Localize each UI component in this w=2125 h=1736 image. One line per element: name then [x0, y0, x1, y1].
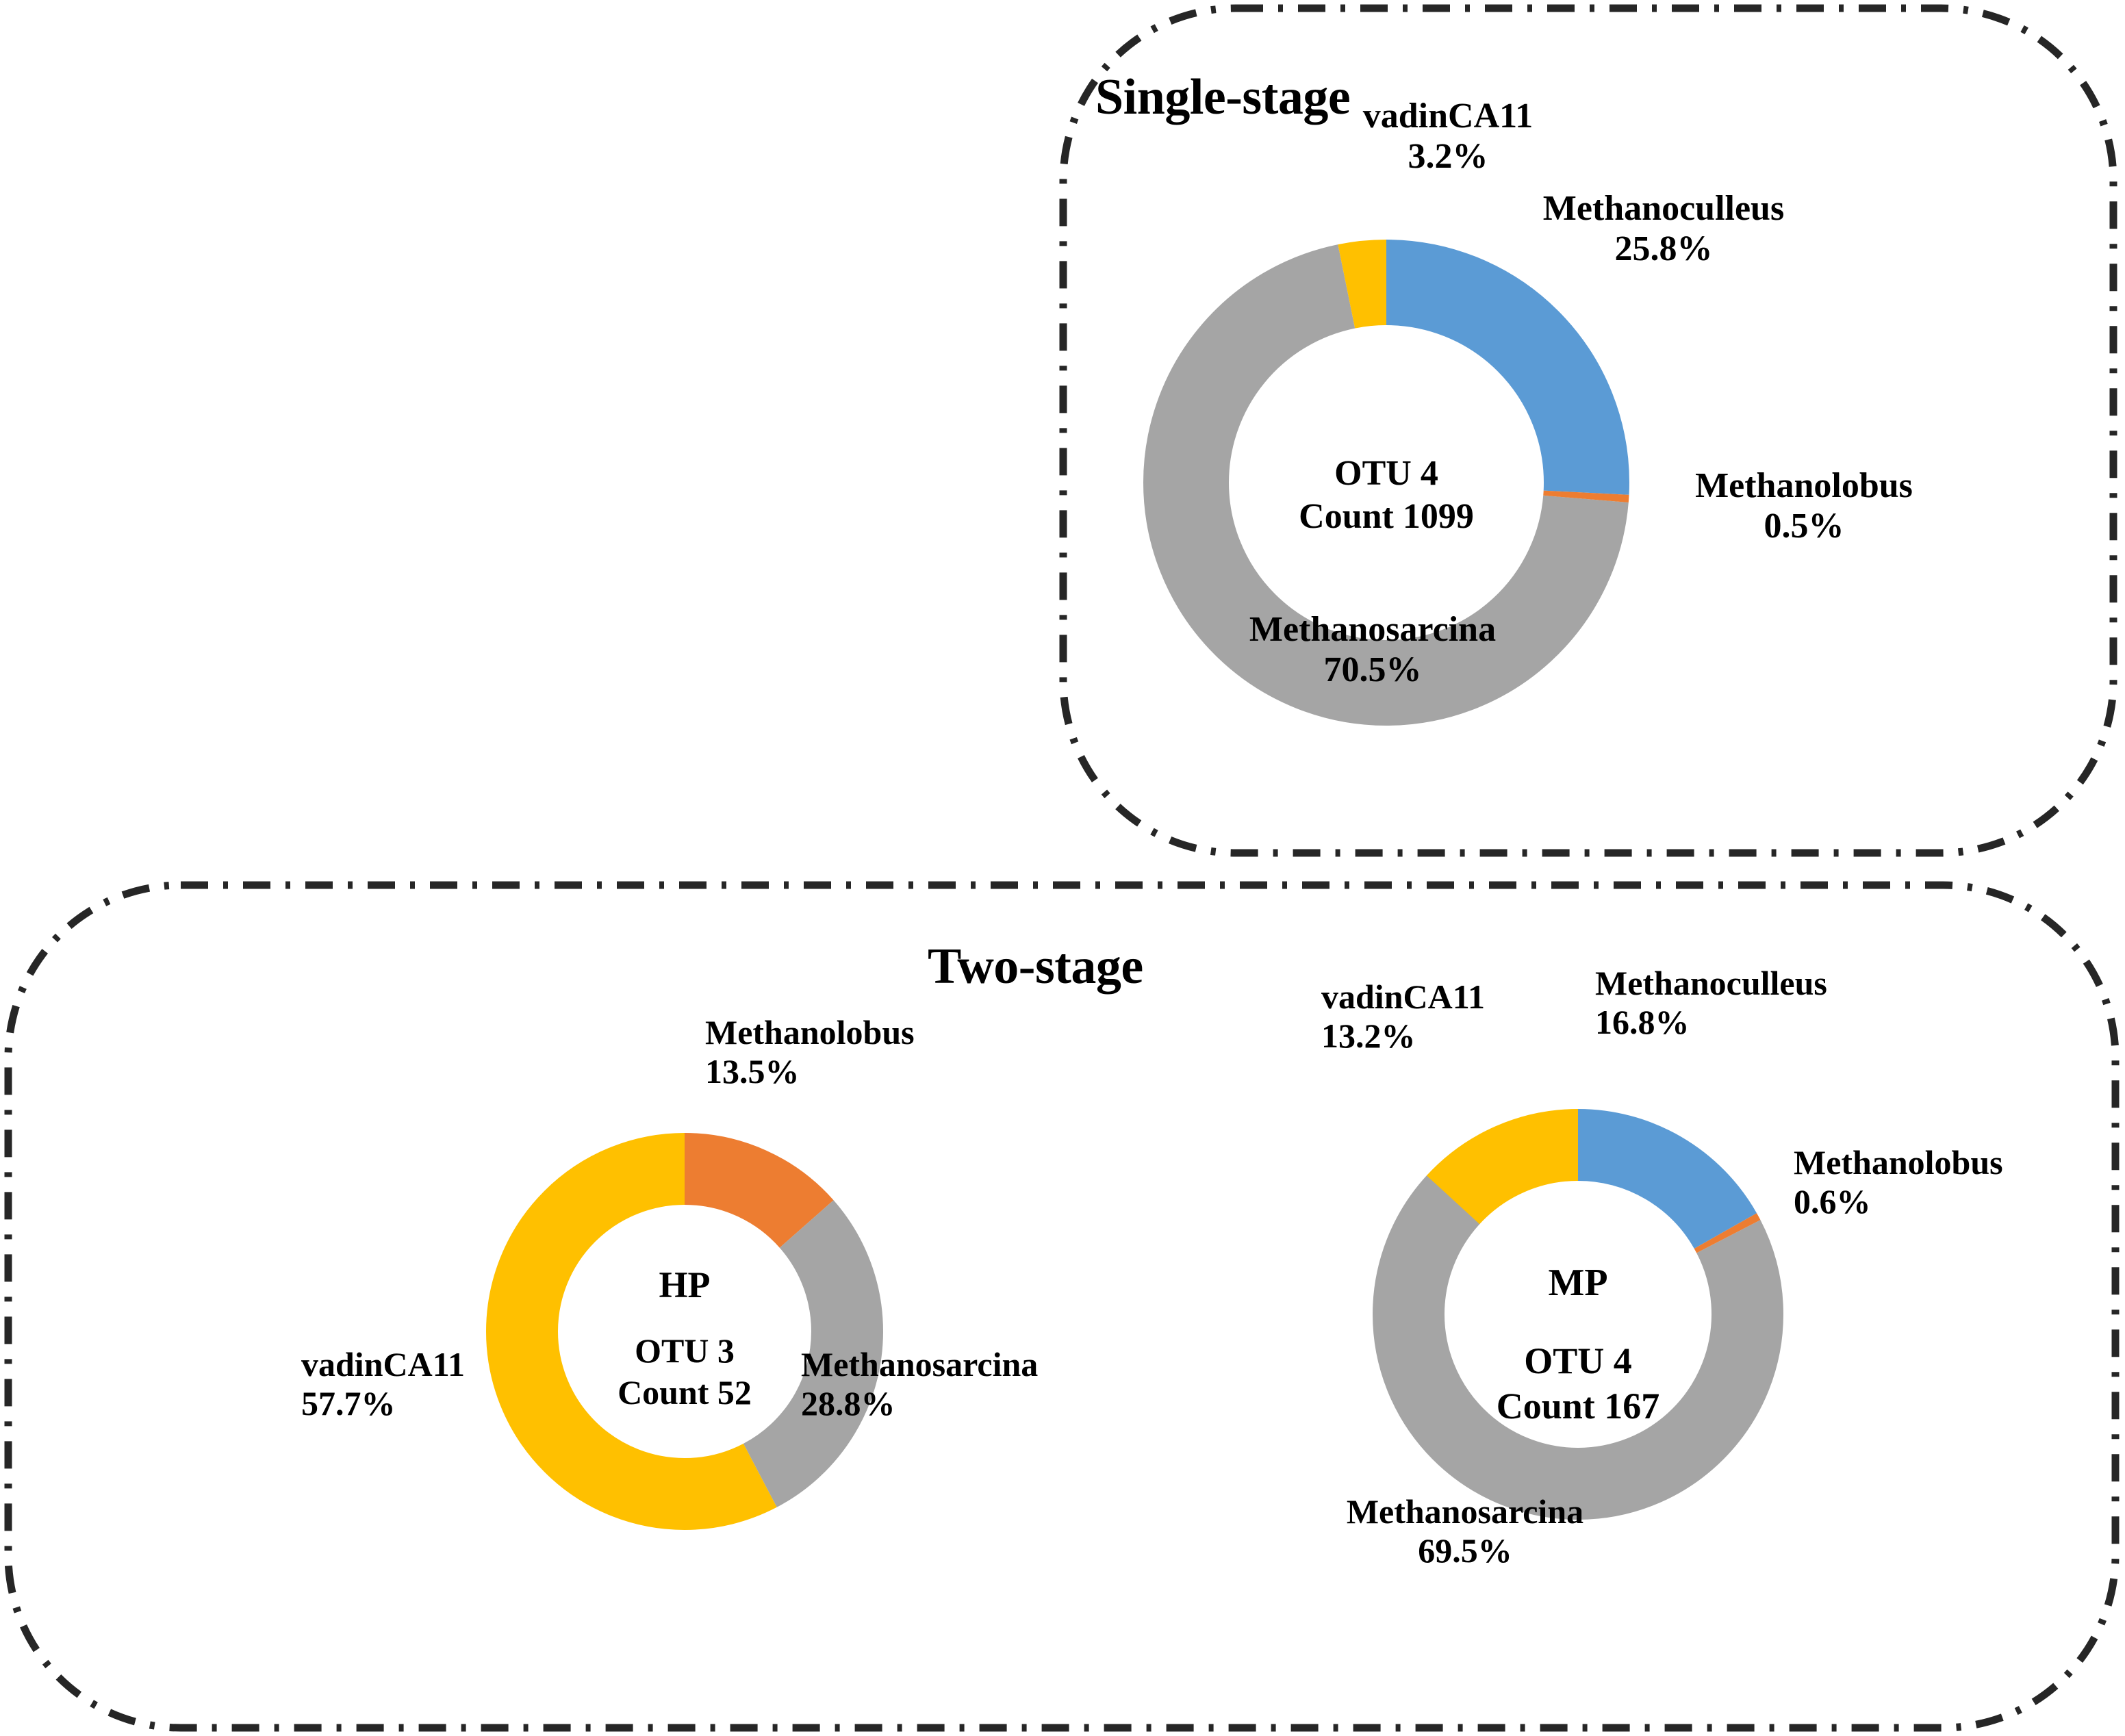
donut-chart-hp	[483, 1129, 887, 1533]
slice-methanosarcina	[1373, 1109, 1783, 1520]
panel-title-two-stage: Two-stage	[928, 939, 1143, 995]
donut-center-single-stage: OTU 4 Count 1099	[1253, 452, 1520, 539]
slice-label-vadinca11-hp: vadinCA11 57.7%	[301, 1345, 534, 1423]
slice-label-pct: 57.7%	[301, 1384, 396, 1422]
slice-vadinca11	[1143, 240, 1629, 726]
center-sample-label: MP	[1548, 1262, 1608, 1304]
center-otu-label: OTU 4	[1334, 454, 1438, 493]
slice-label-pct: 25.8%	[1614, 229, 1713, 269]
slice-label-name: Methanolobus	[705, 1013, 915, 1051]
donut-chart-mp	[1369, 1106, 1787, 1523]
slice-methanosarcina	[486, 1133, 883, 1530]
panel-title-single-stage: Single-stage	[1095, 69, 1351, 125]
slice-methanosarcina	[1143, 240, 1629, 726]
slice-label-name: vadinCA11	[301, 1345, 465, 1383]
center-count-label: Count 167	[1496, 1386, 1660, 1427]
slice-label-name: Methanolobus	[1794, 1143, 2003, 1182]
slice-label-name: Methanosarcina	[1346, 1492, 1584, 1531]
center-otu-label: OTU 4	[1524, 1340, 1632, 1382]
slice-label-name: Methanolobus	[1695, 466, 1913, 505]
slice-label-methanosarcina-mp: Methanosarcina 69.5%	[1301, 1492, 1629, 1570]
slice-label-pct: 0.6%	[1794, 1182, 1871, 1221]
slice-label-methanoculleus-mp: Methanoculleus 16.8%	[1595, 964, 1937, 1042]
slice-label-pct: 13.5%	[705, 1052, 800, 1090]
slice-label-name: Methanosarcina	[801, 1345, 1039, 1383]
slice-vadinca11	[1373, 1109, 1783, 1520]
donut-center-hp: HP OTU 3 Count 52	[568, 1263, 801, 1414]
slice-label-pct: 69.5%	[1418, 1531, 1512, 1570]
slice-label-pct: 3.2%	[1408, 137, 1488, 177]
slice-label-pct: 0.5%	[1764, 507, 1844, 546]
center-otu-label: OTU 3	[635, 1331, 735, 1370]
slice-methanolobus	[486, 1133, 883, 1530]
slice-label-vadinca11-single: vadinCA11 3.2%	[1338, 96, 1557, 177]
center-sample-label: HP	[659, 1264, 711, 1305]
slice-label-pct: 28.8%	[801, 1384, 895, 1422]
slice-label-name: Methanoculleus	[1595, 964, 1827, 1002]
slice-label-pct: 70.5%	[1323, 650, 1422, 690]
slice-label-pct: 16.8%	[1595, 1003, 1690, 1041]
slice-label-name: Methanosarcina	[1249, 610, 1497, 649]
slice-label-methanolobus-hp: Methanolobus 13.5%	[705, 1013, 993, 1091]
donut-chart-single-stage	[1136, 233, 1636, 732]
center-count-label: Count 52	[618, 1373, 752, 1412]
center-count-label: Count 1099	[1299, 497, 1474, 537]
slice-label-methanosarcina-single: Methanosarcina 70.5%	[1212, 609, 1534, 691]
slice-label-methanolobus-single: Methanolobus 0.5%	[1657, 465, 1951, 547]
slice-label-name: vadinCA11	[1362, 97, 1534, 136]
slice-label-methanosarcina-hp: Methanosarcina 28.8%	[801, 1345, 1109, 1423]
donut-center-mp: MP OTU 4 Count 167	[1462, 1260, 1694, 1429]
slice-label-pct: 13.2%	[1321, 1017, 1416, 1055]
slice-label-methanolobus-mp: Methanolobus 0.6%	[1794, 1143, 2088, 1221]
slice-label-vadinca11-mp: vadinCA11 13.2%	[1321, 978, 1554, 1056]
slice-label-name: Methanoculleus	[1542, 189, 1785, 228]
slice-label-name: vadinCA11	[1321, 978, 1485, 1016]
slice-label-methanoculleus-single: Methanoculleus 25.8%	[1492, 188, 1835, 270]
